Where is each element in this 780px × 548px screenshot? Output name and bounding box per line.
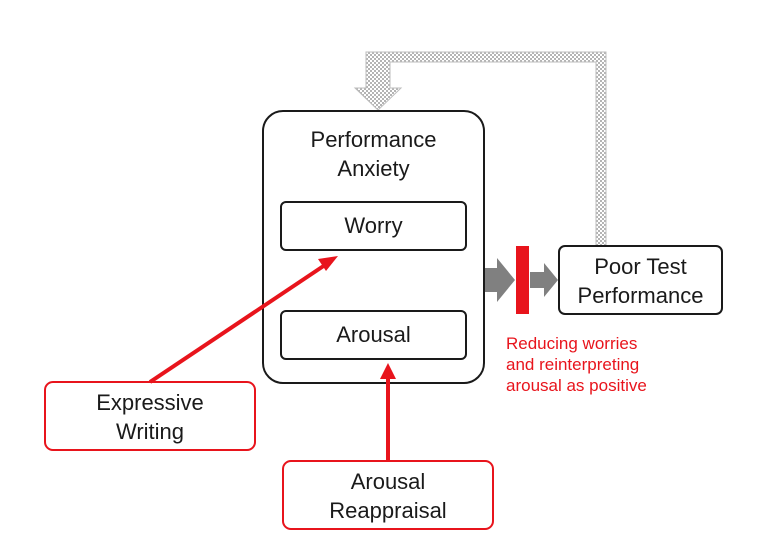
expressive-writing-line-2: Writing [115, 419, 185, 444]
poor-test-performance-box [558, 245, 723, 315]
expressive-writing-label: Expressive Writing [45, 388, 255, 446]
poor-test-performance-label: Poor Test Performance [559, 252, 722, 310]
writing-to-worry-arrowhead [318, 256, 338, 271]
poor-test-performance-line-1: Poor Test [594, 254, 687, 279]
performance-anxiety-title-line-2: Anxiety [337, 156, 410, 181]
worry-box [280, 201, 467, 251]
expressive-writing-line-1: Expressive [96, 390, 204, 415]
intervention-annotation: Reducing worries and reinterpreting arou… [506, 333, 706, 396]
writing-to-worry-arrow-line [148, 263, 327, 384]
arousal-reappraisal-label: Arousal Reappraisal [283, 467, 493, 525]
arousal-reappraisal-line-1: Arousal [350, 469, 426, 494]
feedback-loop-arrow [353, 51, 607, 247]
annotation-line-1: Reducing worries [506, 334, 638, 353]
blocker-to-performance-arrow [530, 263, 558, 297]
annotation-line-3: arousal as positive [506, 376, 647, 395]
poor-test-performance-line-2: Performance [577, 283, 704, 308]
reappraisal-to-arousal-arrowhead [380, 363, 396, 379]
worry-label: Worry [344, 213, 403, 238]
performance-anxiety-title-line-1: Performance [310, 127, 437, 152]
arousal-reappraisal-line-2: Reappraisal [329, 498, 447, 523]
intervention-blocker-bar [516, 246, 529, 314]
anxiety-to-blocker-arrow [485, 258, 515, 302]
performance-anxiety-title: Performance Anxiety [263, 125, 484, 183]
annotation-line-2: and reinterpreting [506, 355, 640, 374]
arousal-label: Arousal [336, 322, 411, 347]
arousal-box [280, 310, 467, 360]
